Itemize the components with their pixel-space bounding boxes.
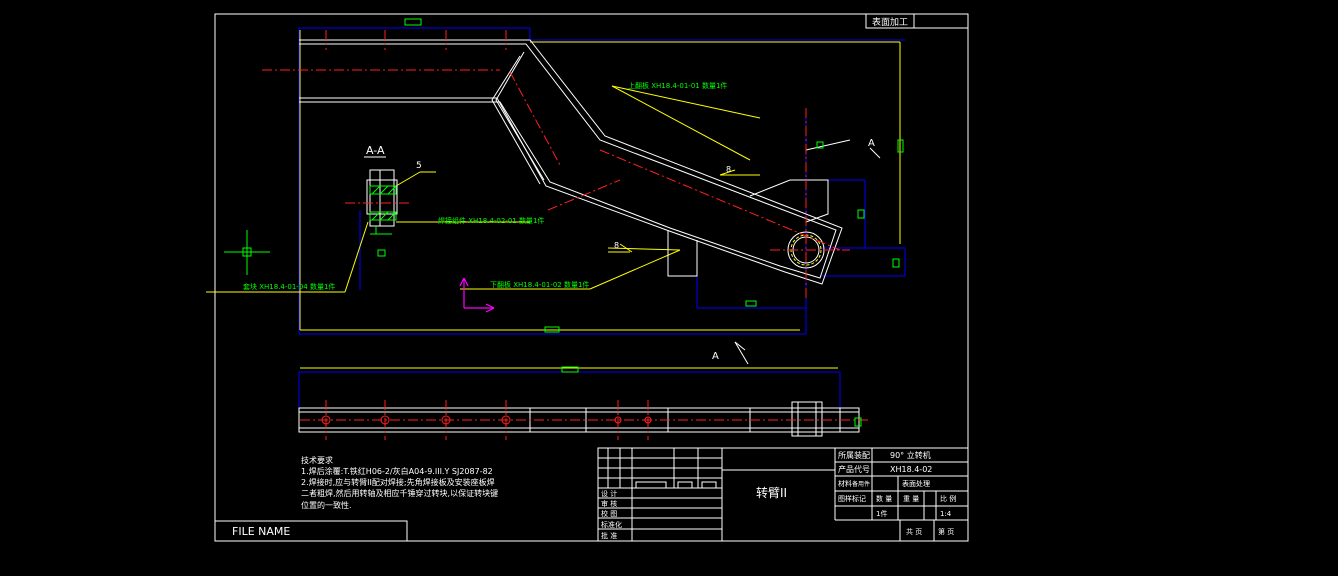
material-label: 材料 [838,479,852,488]
part-outline [298,39,881,437]
role-check: 校 图 [601,509,617,518]
weld-mark-2: 8 [614,241,619,250]
surface-treatment: 表面处理 [902,479,930,488]
ucs-axis-icon [459,277,495,313]
sheets-total: 共 页 [906,527,922,536]
sheet-number: 第 页 [938,527,954,536]
assembly-value: 90° 立转机 [890,450,931,460]
scale-value: 1:4 [940,510,952,518]
tech-heading: 技术要求 [301,455,333,465]
center-lines [262,30,870,440]
view-label-a-top: A [868,138,875,149]
material-value: 备用件 [852,480,870,488]
role-approve: 批 准 [601,531,617,540]
product-code-label: 产品代号 [838,464,870,474]
role-design: 设 计 [601,489,617,498]
assembly-label: 所属装配 [838,450,870,460]
weld-size: 5 [416,161,422,171]
view-label-a-bottom: A [712,351,719,362]
yellow-dimension-lines [206,30,901,369]
scale-label: 比 例 [940,494,956,503]
title-block [597,447,969,542]
tech-line-4: 位置的一致性. [301,500,352,510]
weight-heading: 重 量 [903,495,919,503]
callout-upper-plate: 上翻板 XH18.4-01-01 数量1件 [628,81,727,90]
section-hatch [369,185,397,235]
qty-label: 数 量 [876,494,892,503]
surface-label: 表面加工 [872,16,908,28]
callout-sleeve: 套块 XH18.4-01-04 数量1件 [243,282,335,291]
product-code-value: XH18.4-02 [890,465,932,474]
tech-line-1: 1.焊后涂覆:T.铁红H06-2/灰白A04-9.III.Y SJ2087-82 [301,466,493,476]
tech-line-2: 2.焊接时,应与转臂II配对焊接;先角焊接板及安装座板焊 [301,477,495,487]
callout-lower-plate: 下翻板 XH18.4-01-02 数量1件 [490,280,589,289]
drawing-frame [214,13,969,542]
hole-marks [321,415,652,425]
callout-weld-part: 焊接组件 XH18.4-02-01 数量1件 [438,216,544,225]
qty-value: 1件 [876,509,887,518]
drawing-title: 转臂II [756,485,787,500]
dimension-tags [377,18,904,427]
weld-mark-1: 8 [726,165,731,174]
section-label: A-A [366,144,385,157]
role-standard: 标准化 [601,520,622,529]
role-review: 审 核 [601,499,617,508]
weight-label: 图样标记 [838,494,866,503]
tech-line-3: 二者粗焊,然后用转轴及相应千锤穿过转块,以保证转块键 [301,488,498,498]
crosshair-icon [224,230,270,275]
file-name-label: FILE NAME [232,525,290,538]
